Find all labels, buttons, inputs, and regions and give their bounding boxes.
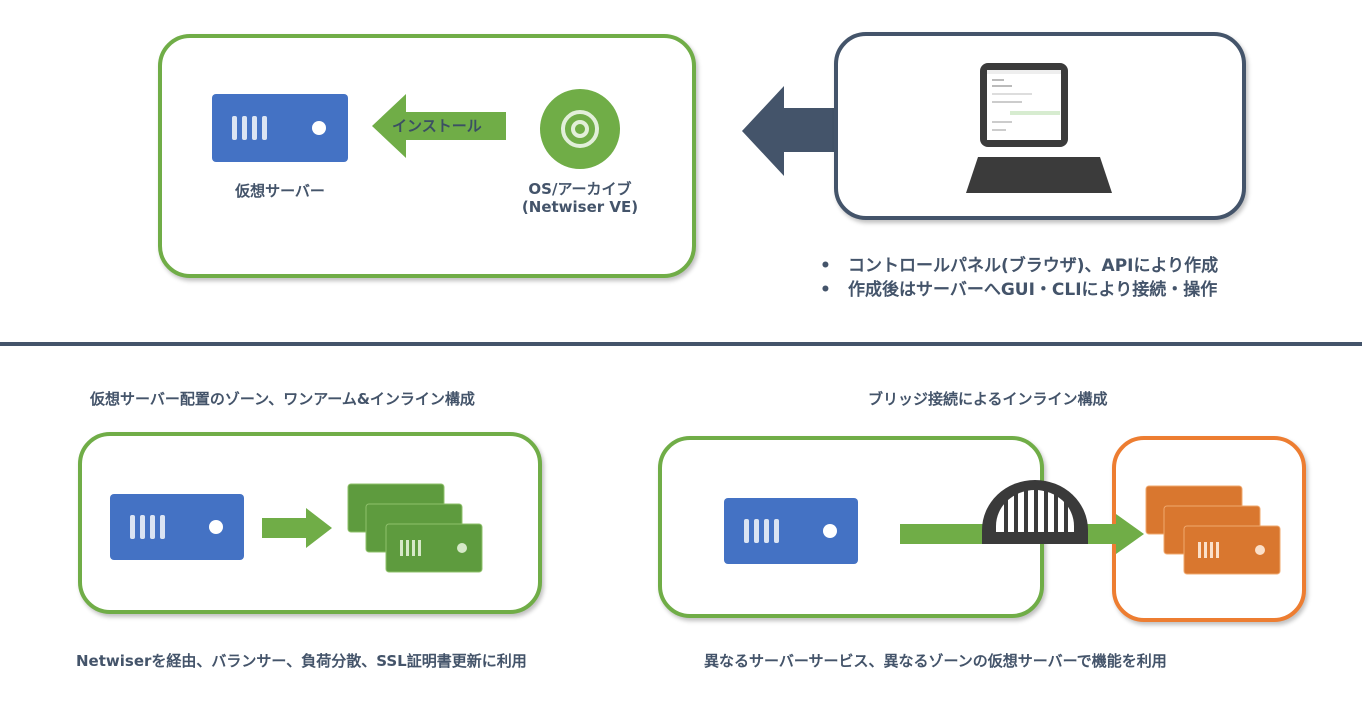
install-label: インストール	[392, 117, 482, 135]
disc-label-line2: (Netwiser VE)	[521, 198, 639, 216]
bullet-item: •作成後はサーバーへGUI・CLIにより接続・操作	[820, 280, 1218, 300]
install-arrow-icon	[372, 94, 506, 158]
server-label: 仮想サーバー	[235, 182, 325, 200]
bridge-title: ブリッジ接続によるインライン構成	[868, 390, 1108, 408]
bridge-caption: 異なるサーバーサービス、異なるゾーンの仮想サーバーで機能を利用	[704, 652, 1167, 670]
bridge-icon	[982, 480, 1088, 544]
arrow-right-icon	[262, 508, 332, 548]
one-arm-title: 仮想サーバー配置のゾーン、ワンアーム&インライン構成	[90, 390, 475, 408]
laptop-icon	[966, 63, 1112, 193]
server-icon	[212, 94, 348, 162]
server-icon	[724, 498, 858, 564]
disc-label-line1: OS/アーカイブ	[528, 180, 632, 198]
server-icon	[110, 494, 244, 560]
section-divider	[0, 342, 1362, 346]
feature-bullets: •コントロールパネル(ブラウザ)、APIにより作成 •作成後はサーバーへGUI・…	[820, 254, 1218, 302]
bullet-item: •コントロールパネル(ブラウザ)、APIにより作成	[820, 256, 1219, 276]
server-stack-icon	[347, 483, 483, 573]
disc-icon	[540, 89, 620, 169]
server-stack-icon	[1145, 485, 1281, 575]
one-arm-caption: Netwiserを経由、バランサー、負荷分散、SSL証明書更新に利用	[76, 652, 527, 670]
